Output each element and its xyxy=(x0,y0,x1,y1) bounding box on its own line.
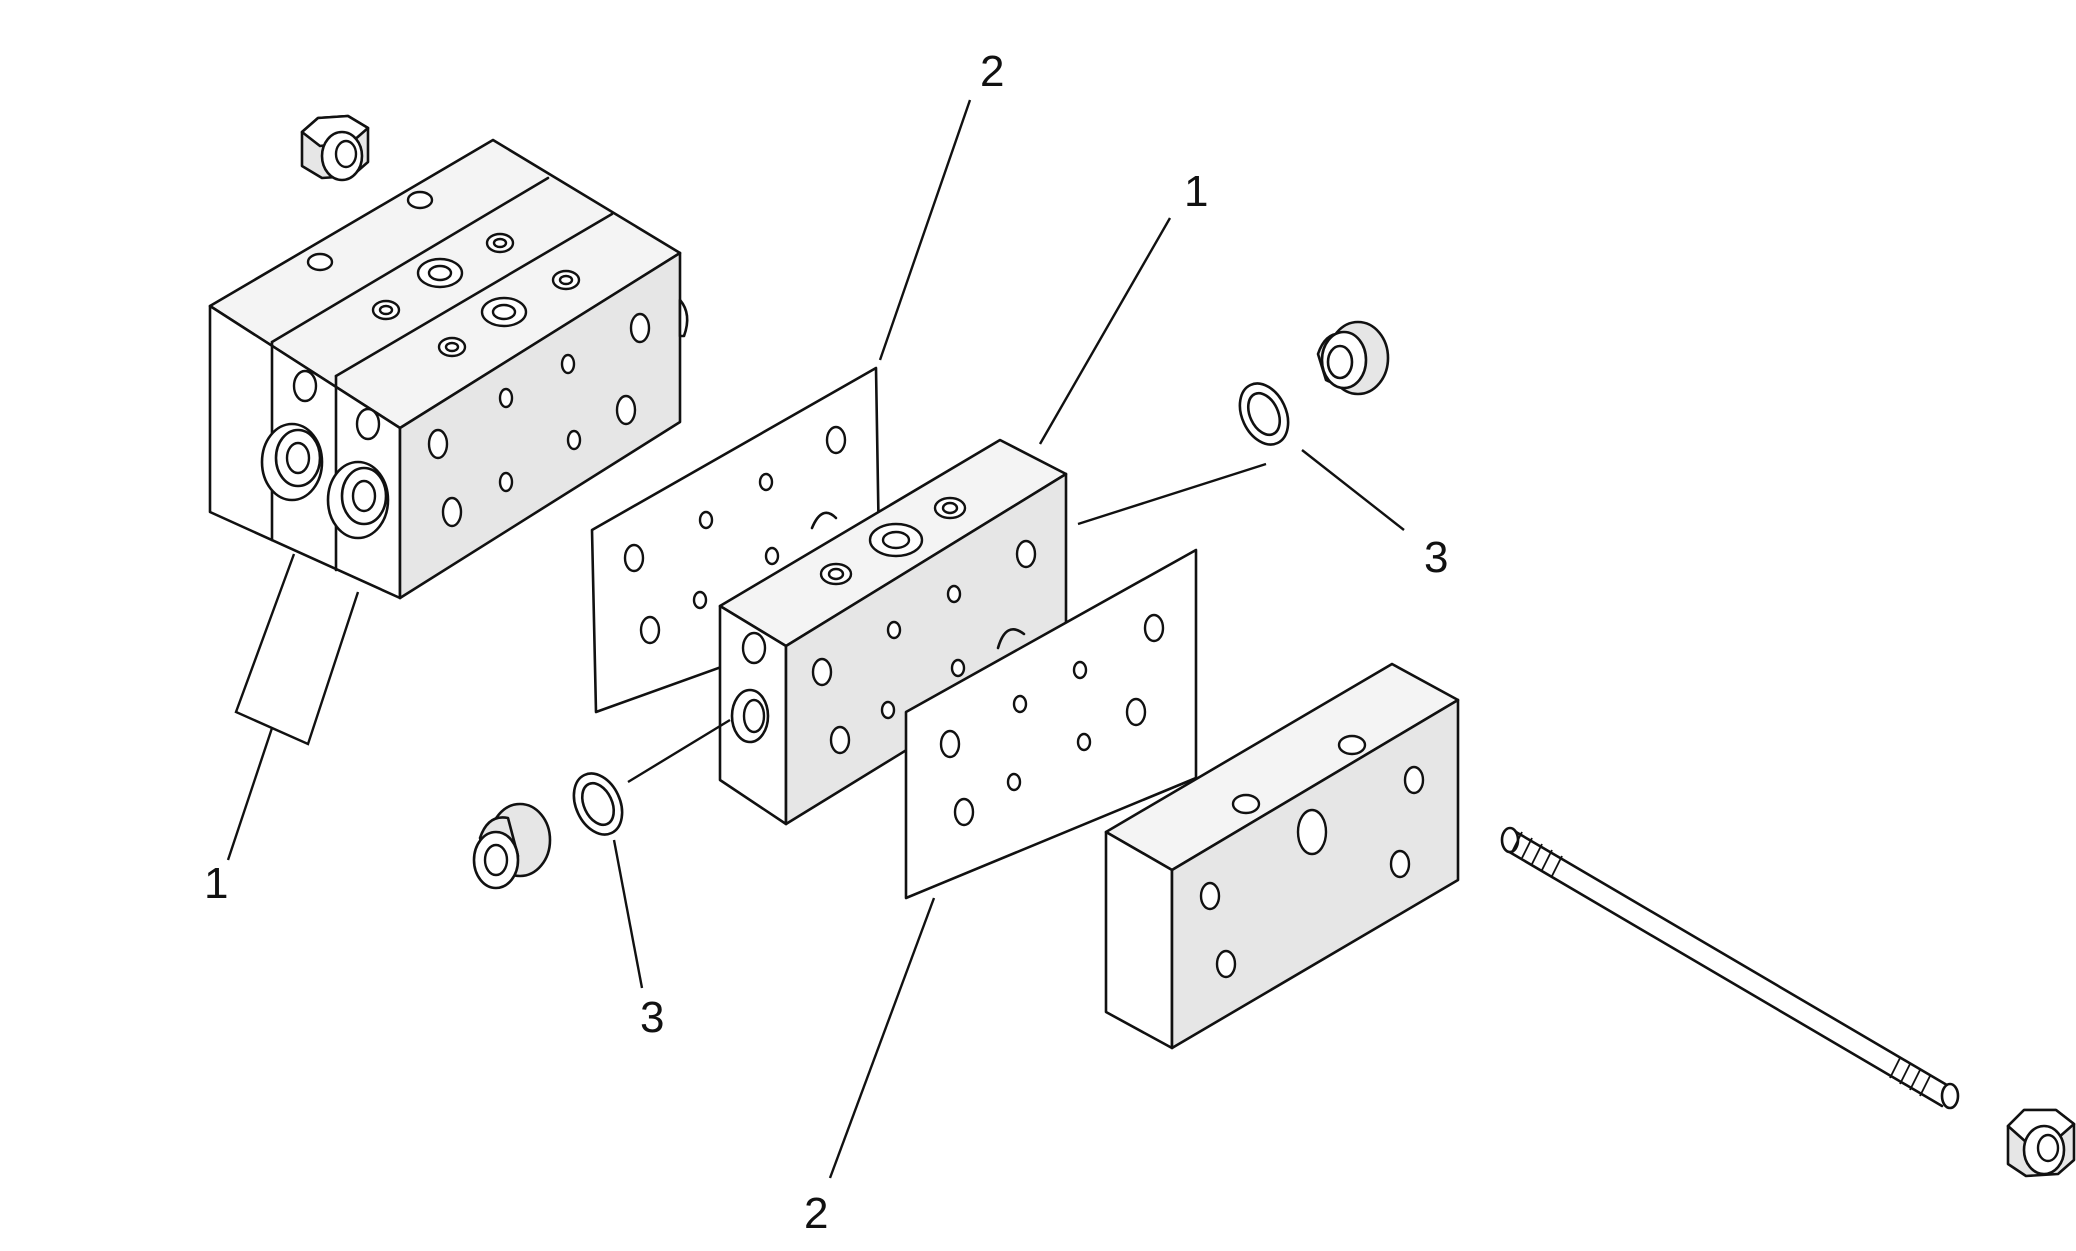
callout-1-left: 1 xyxy=(204,859,228,908)
plug-right xyxy=(1316,320,1390,396)
callout-3-left: 3 xyxy=(640,993,664,1042)
o-ring-right xyxy=(1238,382,1290,446)
tie-rod xyxy=(1500,826,1960,1110)
callout-1-top: 1 xyxy=(1184,167,1208,216)
hex-nut-top xyxy=(300,114,370,182)
callout-2-top: 2 xyxy=(980,47,1004,96)
plug-left xyxy=(472,802,552,890)
callout-2-bottom: 2 xyxy=(804,1189,828,1238)
o-ring-left xyxy=(572,772,624,836)
leader-lines xyxy=(226,99,1405,1179)
valve-section xyxy=(718,438,1068,826)
callout-3-right: 3 xyxy=(1424,533,1448,582)
hex-nut-bottom xyxy=(2006,1108,2076,1178)
callout-labels: 2 1 3 1 3 2 xyxy=(204,47,1448,1238)
end-cover-plate xyxy=(1104,662,1460,1050)
block-fittings xyxy=(260,422,390,540)
